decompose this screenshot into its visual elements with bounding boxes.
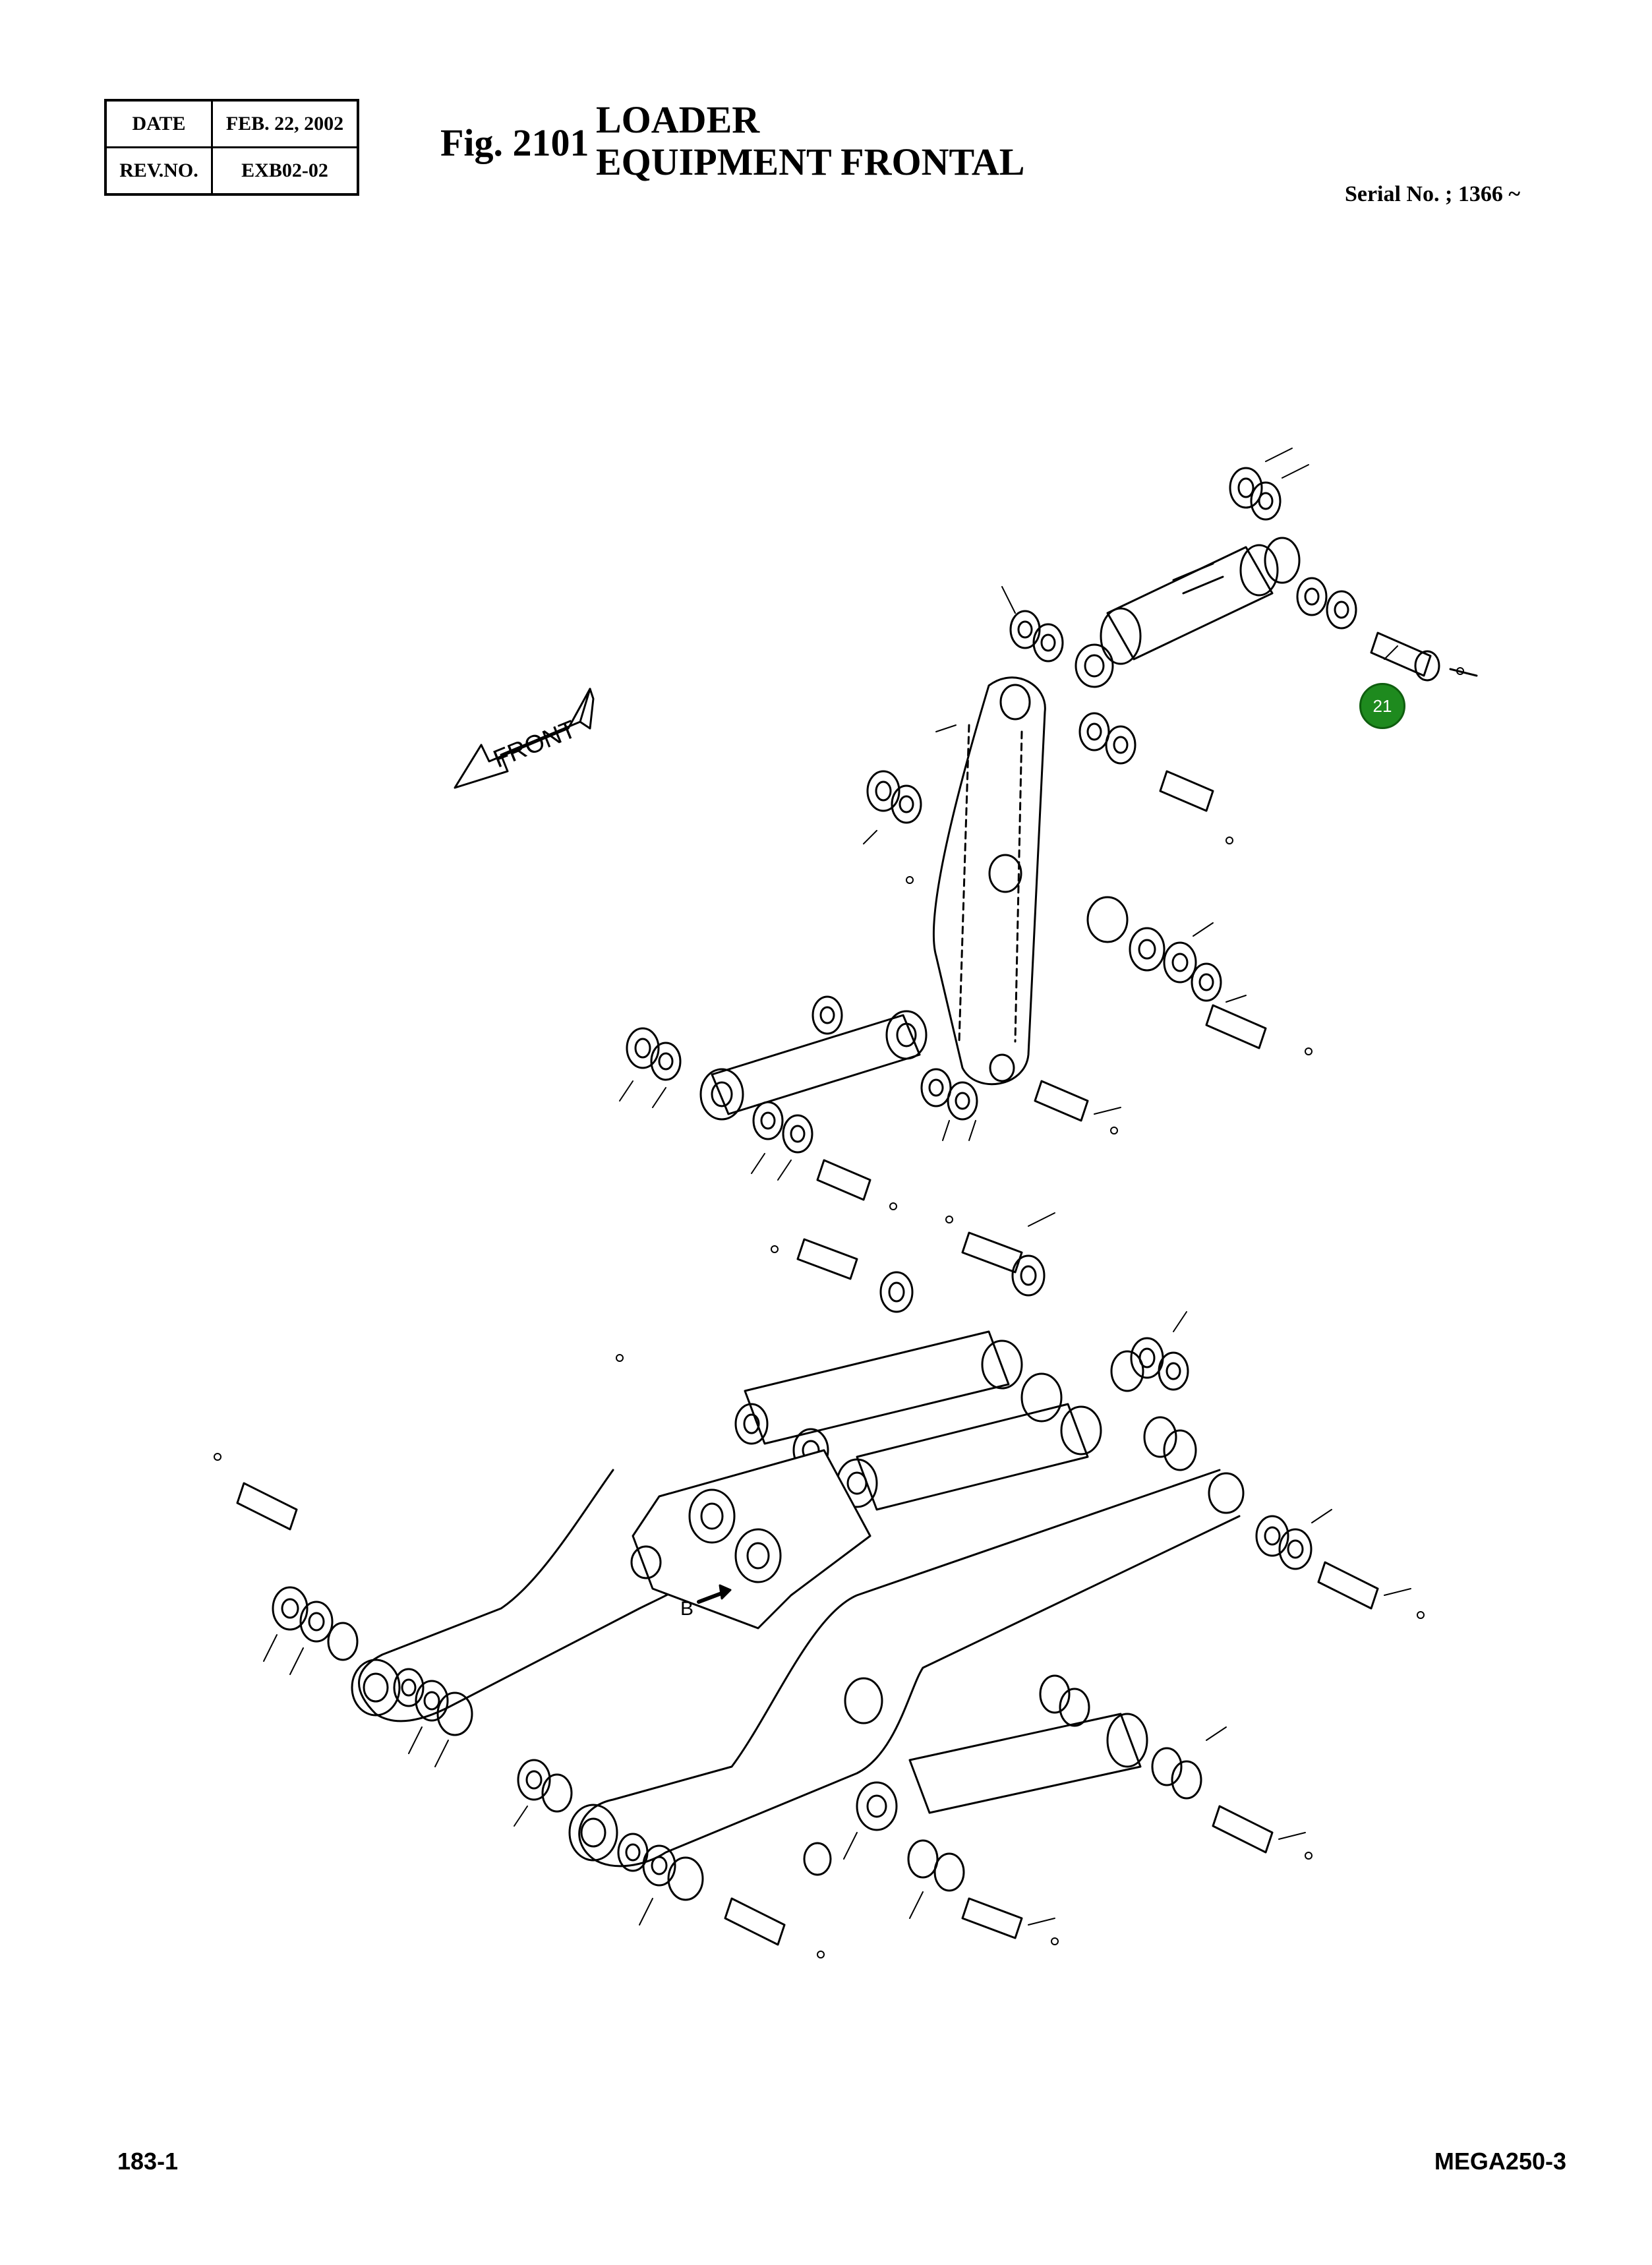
bell-crank [933,676,1046,1086]
loader-arm-left [351,1469,707,1722]
upper-cylinder [1075,537,1301,688]
b-arrow [697,1584,732,1604]
bolts [214,667,1464,1958]
twin-cylinders [734,1330,1102,1511]
serial-number: Serial No. ; 1366 ~ [1344,182,1520,206]
page-number: 183-1 [117,2148,179,2175]
washer-group-right [1110,1350,1379,1610]
front-direction-arrow [454,688,595,789]
front-label: FRONT [490,715,580,773]
part-callout-21[interactable]: 21 [1359,683,1405,729]
loader-arm-right [568,1469,1245,1868]
leader-lines [263,448,1411,1926]
page-title-line1: LOADER [596,98,760,141]
loader-frame-center [630,1449,871,1630]
washer-group-left [236,1482,473,1736]
washer-group-lower-left [517,1759,786,1946]
washer-group-crank [866,712,1222,1002]
link-rod [626,995,978,1201]
rev-value: EXB02-02 [211,146,359,196]
pins-crank [1034,770,1267,1122]
washer-group-top [1009,467,1357,662]
figure-number: Fig. 2101 [440,121,589,164]
date-value: FEB. 22, 2002 [211,99,359,148]
b-label: B [680,1598,693,1620]
date-label: DATE [104,99,213,148]
page-title-line2: EQUIPMENT FRONTAL [596,140,1025,183]
mid-pins [796,1231,1189,1391]
lower-cylinder [803,1674,1274,1939]
revision-info-table: DATE FEB. 22, 2002 REV.NO. EXB02-02 [104,99,359,196]
model-name: MEGA250-3 [1434,2148,1566,2175]
pin-21 [1370,632,1478,682]
rev-label: REV.NO. [104,146,213,196]
